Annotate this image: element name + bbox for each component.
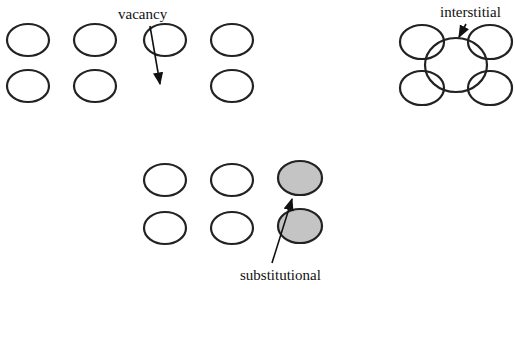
atom — [400, 25, 444, 59]
atom — [7, 70, 49, 102]
atom — [468, 71, 512, 105]
atom — [74, 70, 116, 102]
defect-label: vacancy — [118, 6, 167, 23]
atom — [144, 164, 186, 196]
atom — [211, 212, 253, 244]
atom — [74, 24, 116, 56]
atom — [144, 212, 186, 244]
atom — [211, 164, 253, 196]
leader-arrow — [272, 199, 292, 263]
atom — [211, 70, 253, 102]
atom — [400, 71, 444, 105]
substitutional-atom — [278, 209, 322, 243]
defect-label: substitutional — [240, 267, 321, 284]
leader-arrow — [459, 24, 466, 37]
substitutional-atom — [278, 161, 322, 195]
atom — [211, 24, 253, 56]
defect-label: interstitial — [440, 4, 501, 21]
leader-arrow — [150, 26, 160, 84]
atom — [468, 25, 512, 59]
atom — [7, 24, 49, 56]
interstitial-atom — [425, 38, 487, 92]
